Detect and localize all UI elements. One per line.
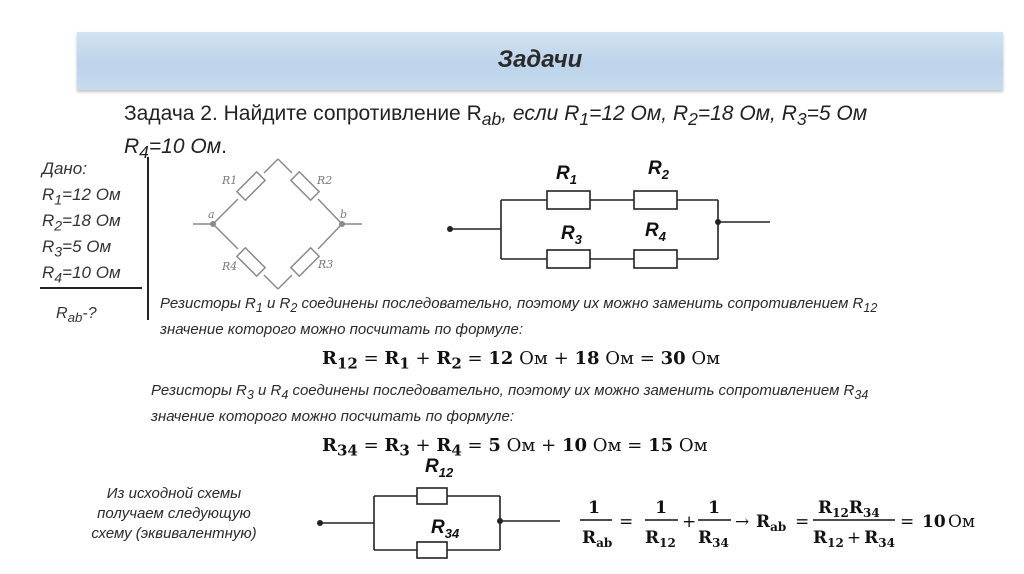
terminal-right: [715, 219, 721, 225]
diamond-circuit: [193, 158, 362, 290]
diamond-label-r3: R3: [317, 258, 333, 271]
resistor-R1: [546, 190, 591, 210]
wire-r2-b: [317, 198, 343, 225]
paragraph-r12: Резисторы R1 и R2 соединены последовател…: [160, 295, 878, 338]
find-rab: Rab-?: [56, 305, 97, 326]
svg-text:→: →: [735, 512, 749, 532]
equivalent-circuit: [320, 487, 560, 559]
page-title: Задачи: [497, 46, 583, 73]
given-r1: R1=12 Ом: [42, 185, 121, 209]
resistor-r1-shape: [235, 170, 267, 202]
svg-text:Ом: Ом: [948, 512, 975, 532]
label-R34: R34: [431, 517, 460, 541]
resistor-R3: [546, 249, 591, 269]
svg-text:+: +: [682, 512, 696, 532]
svg-text:Rab: Rab: [582, 528, 612, 550]
svg-text:1: 1: [655, 498, 667, 518]
wire-a-r4: [212, 223, 239, 250]
node-a: [210, 221, 216, 227]
task-statement: Задача 2. Найдите сопротивление Rab, есл…: [124, 102, 868, 163]
label-R3: R3: [561, 223, 583, 247]
diamond-label-a: a: [208, 208, 215, 221]
wire-bottom-r3: [277, 274, 293, 290]
svg-text:R12+R34: R12+R34: [813, 528, 895, 550]
given-vertical-divider: [147, 157, 149, 320]
given-divider: [40, 287, 142, 289]
given-r3: R3=5 Ом: [42, 237, 112, 261]
svg-text:R34: R34: [698, 528, 729, 550]
wire-r4-bottom: [263, 274, 279, 290]
label-R1: R1: [556, 163, 577, 187]
wire-r3-b: [317, 223, 343, 250]
resistor-R2: [633, 190, 678, 210]
equivalent-note: Из исходной схемы получаем следующую схе…: [91, 485, 257, 542]
wire-a-r1: [212, 198, 239, 225]
node-b: [339, 221, 345, 227]
svg-text:R12: R12: [645, 528, 676, 550]
diamond-label-r2: R2: [316, 174, 332, 187]
diamond-label-r1: R1: [221, 174, 237, 187]
svg-text:Rab: Rab: [756, 512, 786, 534]
svg-text:=: =: [795, 512, 809, 532]
paragraph-r34: Резисторы R3 и R4 соединены последовател…: [151, 382, 869, 425]
given-block: Дано: R1=12 Ом R2=18 Ом R3=5 Ом R4=10 Ом: [42, 156, 162, 286]
wire-r1-top: [263, 158, 279, 174]
given-label: Дано:: [42, 159, 87, 178]
resistor-R12: [416, 487, 448, 505]
wire-top-r2: [277, 158, 293, 174]
diamond-label-r4: R4: [221, 260, 237, 273]
final-formula: 1 Rab = 1 R12 + 1 R34 → Rab = R12R34 R12…: [580, 498, 975, 550]
formula-r12: R12 = R1 + R2 = 12 Ом + 18 Ом = 30 Ом: [322, 348, 721, 373]
resistor-r4-shape: [235, 246, 267, 278]
svg-text:=: =: [900, 512, 914, 532]
svg-text:10: 10: [922, 512, 946, 532]
eq-terminal-left: [317, 520, 323, 526]
resistor-r3-shape: [289, 246, 321, 278]
eq-terminal-right: [497, 518, 503, 524]
diamond-label-b: b: [340, 208, 347, 221]
resistor-R4: [633, 249, 678, 269]
resistor-R34: [416, 541, 448, 559]
terminal-left: [447, 226, 453, 232]
svg-text:1: 1: [588, 498, 600, 518]
resistor-r2-shape: [289, 170, 321, 202]
svg-text:R12R34: R12R34: [818, 498, 880, 520]
header-banner: Задачи: [77, 32, 1003, 90]
formula-r34: R34 = R3 + R4 = 5 Ом + 10 Ом = 15 Ом: [322, 435, 708, 460]
given-r4: R4=10 Ом: [42, 263, 121, 287]
parallel-series-circuit: [450, 190, 770, 269]
label-R2: R2: [648, 158, 670, 182]
given-r2: R2=18 Ом: [42, 211, 121, 235]
label-R4: R4: [645, 220, 667, 244]
svg-text:1: 1: [708, 498, 720, 518]
label-R12: R12: [425, 456, 454, 480]
svg-text:=: =: [619, 512, 633, 532]
